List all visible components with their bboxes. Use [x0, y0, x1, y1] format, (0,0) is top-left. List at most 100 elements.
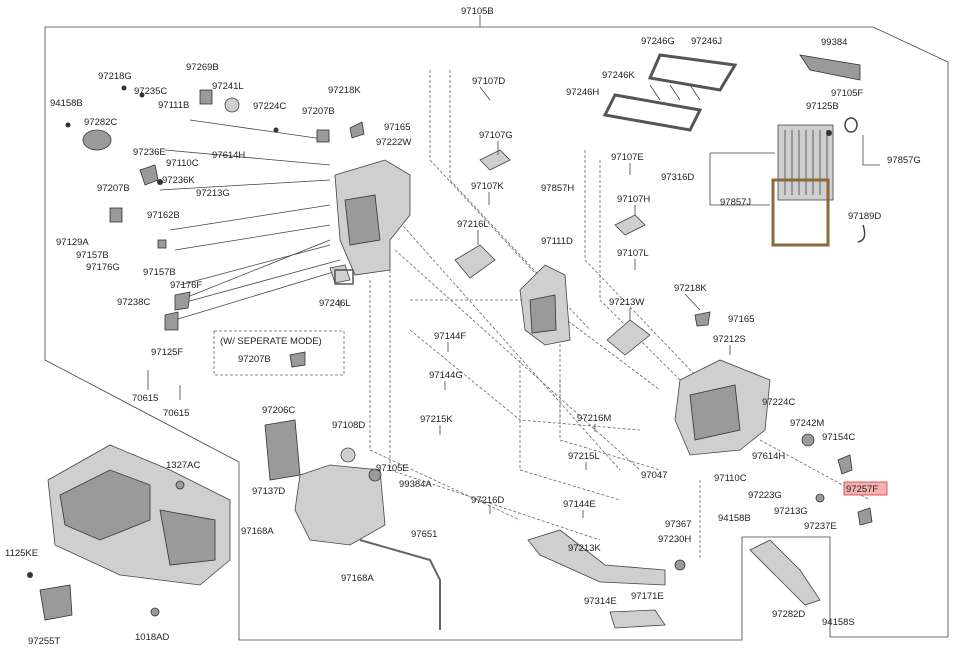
label-97212S: 97212S — [713, 334, 746, 345]
label-97316D: 97316D — [661, 172, 694, 183]
label-97108D: 97108D — [332, 420, 365, 431]
label-97171E: 97171E — [631, 591, 664, 602]
label-97237E: 97237E — [804, 521, 837, 532]
label-97614H-b: 97614H — [752, 451, 785, 462]
label-97165-b: 97165 — [728, 314, 754, 325]
label-97216M: 97216M — [577, 413, 611, 424]
label-97218K-a: 97218K — [328, 85, 361, 96]
label-97282D: 97282D — [772, 609, 805, 620]
label-97107D: 97107D — [472, 76, 505, 87]
label-97111B: 97111B — [158, 100, 189, 111]
label-97213W: 97213W — [609, 297, 644, 308]
label-97224C-b: 97224C — [762, 397, 795, 408]
part-labels: 97105B 97218G 97269B 97235C 97241L 94158… — [5, 6, 921, 647]
label-97246J: 97246J — [691, 36, 722, 47]
label-97157B-a: 97157B — [76, 250, 109, 261]
label-97651: 97651 — [411, 529, 437, 540]
duct-97282D — [749, 539, 821, 606]
label-97246H: 97246H — [566, 87, 599, 98]
label-97246G: 97246G — [641, 36, 675, 47]
label-97144F: 97144F — [434, 331, 466, 342]
filter-leaders — [709, 135, 880, 206]
label-97154C: 97154C — [822, 432, 855, 443]
label-99384: 99384 — [821, 37, 847, 48]
label-97157B-b: 97157B — [143, 267, 176, 278]
label-97255T: 97255T — [28, 636, 60, 647]
label-70615-a: 70615 — [132, 393, 158, 404]
label-97857J: 97857J — [720, 197, 751, 208]
label-97107K: 97107K — [471, 181, 504, 192]
label-97246K: 97246K — [602, 70, 635, 81]
label-97857H: 97857H — [541, 183, 574, 194]
label-97222W: 97222W — [376, 137, 411, 148]
evaporator-panels — [454, 149, 651, 356]
label-97144G: 97144G — [429, 370, 463, 381]
label-97129A: 97129A — [56, 237, 89, 248]
label-97223G: 97223G — [748, 490, 782, 501]
label-97176G: 97176G — [86, 262, 120, 273]
label-97207B-c: 97207B — [238, 354, 271, 365]
highlight-97257F — [843, 481, 888, 496]
cover-99384 — [799, 54, 861, 81]
label-97110C-b: 97110C — [714, 473, 747, 484]
label-97105F: 97105F — [831, 88, 863, 99]
small-parts — [27, 85, 873, 621]
label-97162B: 97162B — [147, 210, 180, 221]
label-97168A-b: 97168A — [341, 573, 374, 584]
duct-97213K — [527, 529, 666, 586]
label-97216D: 97216D — [471, 495, 504, 506]
label-97107H: 97107H — [617, 194, 650, 205]
hvac-module-assembly — [47, 444, 231, 586]
main-case-center — [519, 264, 571, 346]
label-97614H-a: 97614H — [212, 150, 245, 161]
label-97213G-a: 97213G — [196, 188, 230, 199]
main-case-right — [674, 359, 771, 456]
seal-frames — [602, 53, 738, 132]
label-separate-mode: (W/ SEPERATE MODE) — [220, 336, 322, 347]
label-97235C: 97235C — [134, 86, 167, 97]
duct-97171E — [609, 609, 666, 629]
label-97165-a: 97165 — [384, 122, 410, 133]
label-97047: 97047 — [641, 470, 667, 481]
label-97107E: 97107E — [611, 152, 644, 163]
label-1018AD: 1018AD — [135, 632, 169, 643]
label-97857G: 97857G — [887, 155, 921, 166]
label-97242M: 97242M — [790, 418, 824, 429]
leader-lines — [159, 70, 871, 560]
label-97107G: 97107G — [479, 130, 513, 141]
label-99384A: 99384A — [399, 479, 432, 490]
label-97168A-a: 97168A — [241, 526, 274, 537]
label-97137D: 97137D — [252, 486, 285, 497]
label-97367: 97367 — [665, 519, 691, 530]
label-97238C: 97238C — [117, 297, 150, 308]
label-97218G: 97218G — [98, 71, 132, 82]
label-70615-b: 70615 — [163, 408, 189, 419]
label-97207B-a: 97207B — [302, 106, 335, 117]
hose-97651 — [359, 539, 441, 630]
label-97246L: 97246L — [319, 298, 351, 309]
label-97111D: 97111D — [541, 236, 573, 247]
cabin-filter — [771, 124, 834, 247]
label-97236E: 97236E — [133, 147, 166, 158]
assembly-frame — [44, 15, 949, 641]
label-97105E: 97105E — [376, 463, 409, 474]
label-97314E: 97314E — [584, 596, 617, 607]
label-97125B: 97125B — [806, 101, 839, 112]
label-94158S: 94158S — [822, 617, 855, 628]
label-97144E: 97144E — [563, 499, 596, 510]
label-97224C-a: 97224C — [253, 101, 286, 112]
label-1125KE: 1125KE — [5, 548, 38, 559]
label-97215K: 97215K — [420, 414, 453, 425]
label-97215L: 97215L — [568, 451, 600, 462]
label-97213K: 97213K — [568, 543, 601, 554]
label-97230H: 97230H — [658, 534, 691, 545]
label-97207B-b: 97207B — [97, 183, 130, 194]
label-97257F: 97257F — [846, 484, 878, 495]
separate-mode-box — [213, 330, 345, 376]
label-97107L: 97107L — [617, 248, 649, 259]
label-97105B: 97105B — [461, 6, 494, 17]
label-97206C: 97206C — [262, 405, 295, 416]
label-1327AC: 1327AC — [166, 460, 200, 471]
label-97125F: 97125F — [151, 347, 183, 358]
